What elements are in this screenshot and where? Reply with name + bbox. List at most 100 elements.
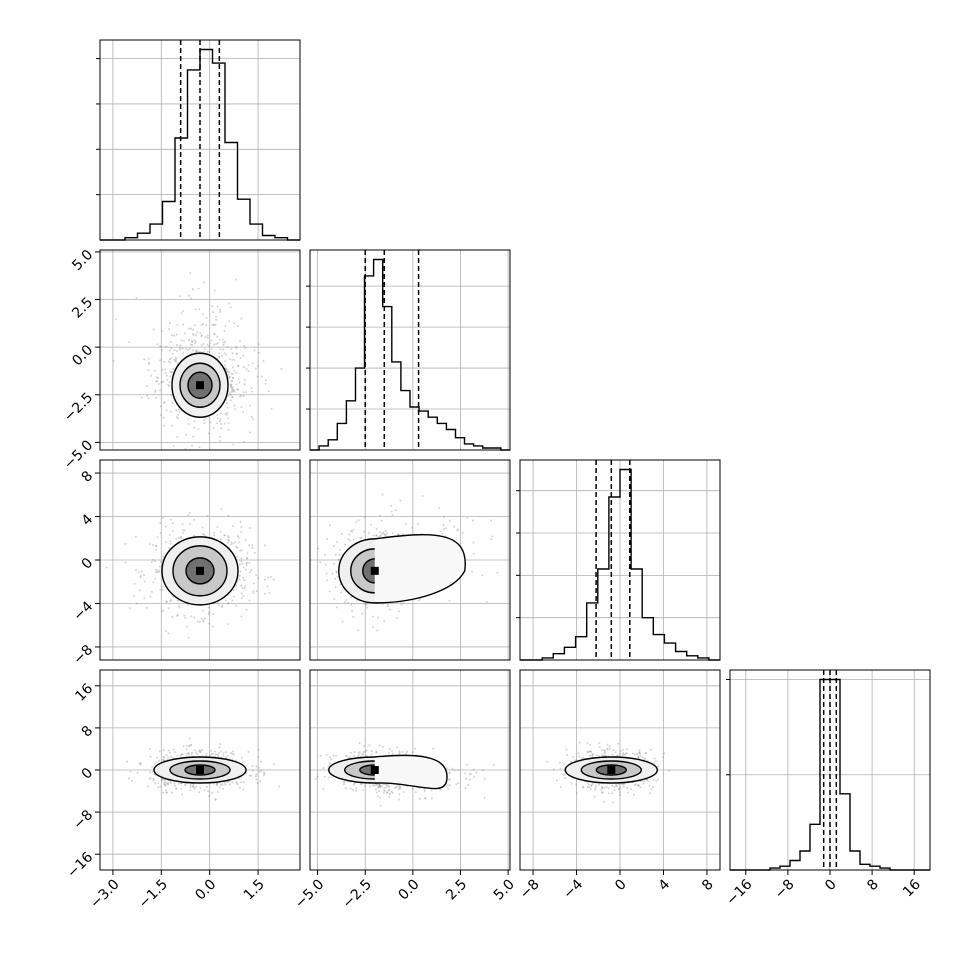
scatter-point xyxy=(471,570,474,573)
scatter-point xyxy=(229,386,232,388)
scatter-point xyxy=(375,534,378,537)
scatter-point xyxy=(619,752,622,755)
scatter-point xyxy=(223,364,226,367)
scatter-point xyxy=(564,777,567,779)
scatter-point xyxy=(254,775,257,778)
scatter-point xyxy=(160,560,162,563)
scatter-point xyxy=(226,623,229,626)
scatter-point xyxy=(606,747,609,750)
scatter-point xyxy=(161,588,164,591)
scatter-point xyxy=(175,538,178,541)
scatter-point xyxy=(251,547,254,549)
scatter-point xyxy=(230,541,233,544)
scatter-point xyxy=(216,417,219,420)
scatter-point xyxy=(603,786,606,789)
scatter-point xyxy=(202,323,204,326)
scatter-point xyxy=(219,435,222,438)
scatter-point xyxy=(235,545,238,548)
scatter-point xyxy=(625,752,628,755)
scatter-point xyxy=(226,370,229,373)
scatter-point xyxy=(388,752,391,755)
scatter-point xyxy=(208,345,210,348)
scatter-point xyxy=(135,297,138,299)
scatter-point xyxy=(607,792,610,795)
scatter-point xyxy=(160,345,163,348)
scatter-point xyxy=(228,539,230,542)
scatter-point xyxy=(387,785,390,788)
scatter-point xyxy=(164,525,167,528)
scatter-point xyxy=(246,557,248,560)
scatter-point xyxy=(376,616,379,619)
scatter-point xyxy=(175,358,178,361)
scatter-point xyxy=(586,751,589,754)
scatter-point xyxy=(219,440,221,443)
scatter-point xyxy=(350,530,352,532)
scatter-point xyxy=(353,751,356,753)
scatter-point xyxy=(229,375,231,378)
scatter-point xyxy=(359,536,362,539)
scatter-point xyxy=(382,531,385,534)
density-panel-1-0 xyxy=(100,247,283,450)
scatter-point xyxy=(200,334,203,337)
scatter-point xyxy=(183,332,186,335)
scatter-point xyxy=(236,555,239,558)
panel-border xyxy=(99,249,301,451)
scatter-point xyxy=(386,784,388,787)
scatter-point xyxy=(360,536,363,539)
scatter-point xyxy=(352,615,355,618)
scatter-point xyxy=(185,433,187,436)
scatter-point xyxy=(575,758,578,761)
scatter-point xyxy=(220,427,223,430)
scatter-point xyxy=(237,378,240,381)
scatter-point xyxy=(358,751,361,754)
scatter-point xyxy=(398,752,401,754)
scatter-point xyxy=(334,577,337,580)
scatter-point xyxy=(456,529,459,532)
scatter-point xyxy=(394,786,397,789)
scatter-point xyxy=(255,778,258,781)
scatter-point xyxy=(414,747,416,750)
scatter-point xyxy=(188,327,191,330)
scatter-point xyxy=(199,350,202,353)
scatter-point xyxy=(242,781,245,784)
scatter-point xyxy=(152,328,155,331)
scatter-point xyxy=(394,509,397,512)
scatter-point xyxy=(601,753,604,756)
scatter-point xyxy=(145,606,148,609)
scatter-point xyxy=(223,352,226,355)
scatter-point xyxy=(201,749,204,752)
scatter-point xyxy=(237,364,239,367)
scatter-point xyxy=(205,785,208,788)
scatter-point xyxy=(377,786,380,789)
scatter-point xyxy=(264,379,267,382)
scatter-point xyxy=(195,247,197,249)
scatter-point xyxy=(233,390,236,393)
scatter-point xyxy=(221,338,224,341)
y-tick-label: 5.0 xyxy=(69,247,96,274)
scatter-point xyxy=(448,519,451,522)
scatter-point xyxy=(253,551,256,554)
scatter-point xyxy=(220,606,223,609)
scatter-point xyxy=(149,543,151,546)
scatter-point xyxy=(362,751,365,754)
scatter-point xyxy=(622,785,625,788)
scatter-point xyxy=(404,523,407,526)
scatter-point xyxy=(256,782,259,785)
scatter-point xyxy=(133,582,136,585)
scatter-point xyxy=(582,757,585,759)
scatter-point xyxy=(611,784,614,787)
scatter-point xyxy=(575,792,578,795)
scatter-point xyxy=(228,783,231,786)
scatter-point xyxy=(174,359,177,362)
scatter-point xyxy=(247,364,250,367)
scatter-point xyxy=(164,368,166,371)
scatter-point xyxy=(169,600,172,603)
scatter-point xyxy=(325,572,328,575)
scatter-point xyxy=(613,785,616,788)
scatter-point xyxy=(343,781,346,784)
scatter-point xyxy=(363,516,366,519)
scatter-point xyxy=(140,762,142,765)
scatter-point xyxy=(211,305,213,308)
scatter-point xyxy=(336,540,338,543)
scatter-point xyxy=(232,372,235,375)
